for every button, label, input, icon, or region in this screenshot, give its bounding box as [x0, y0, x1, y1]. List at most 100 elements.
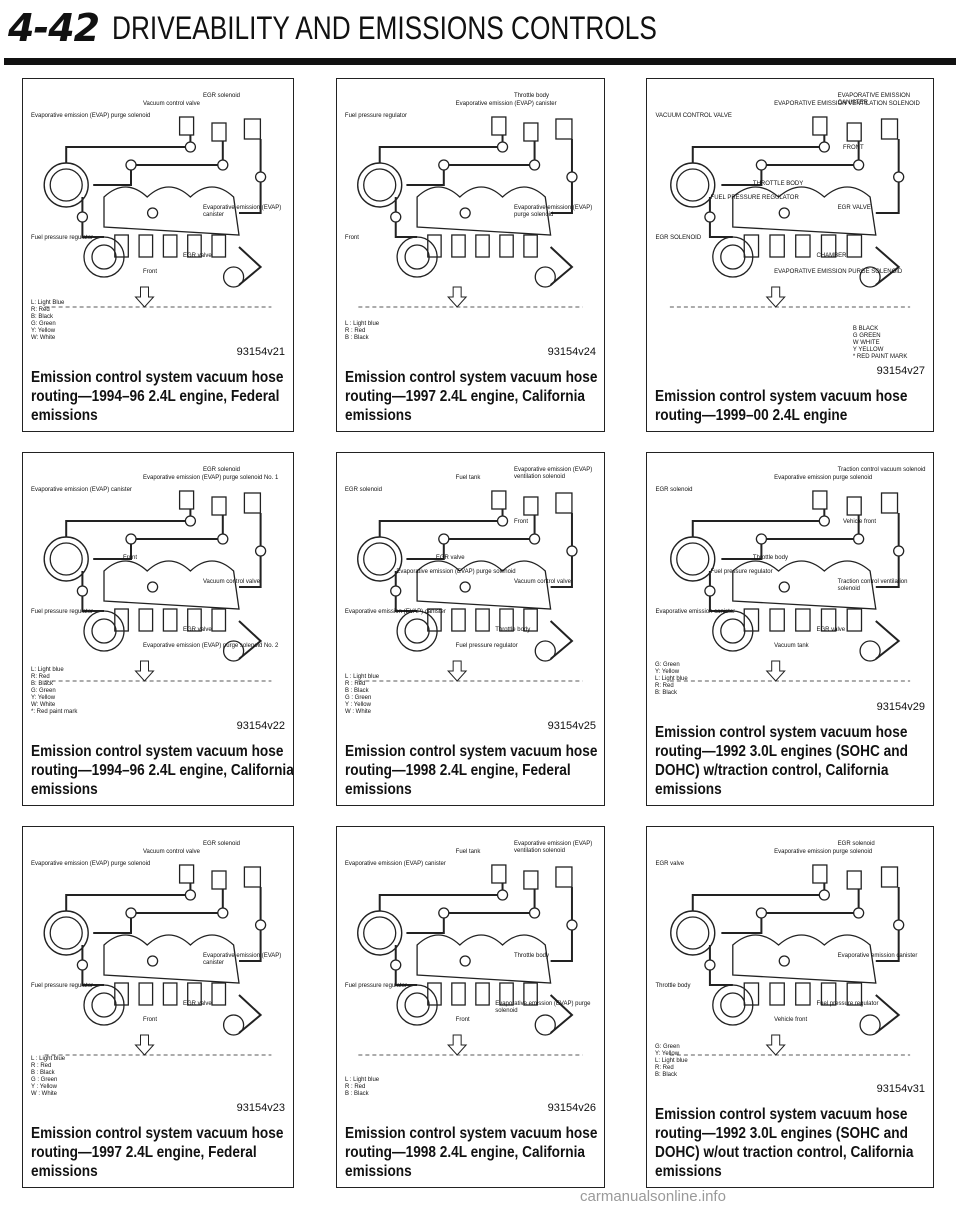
runner — [820, 234, 837, 258]
caption-line: DOHC) w/out traction control, California — [655, 1144, 914, 1161]
runner — [211, 982, 227, 1006]
vacuum-hose — [239, 139, 262, 214]
diagram-label: CHAMBER — [816, 253, 847, 259]
vacuum-hose — [394, 571, 418, 612]
hose-connector-marker — [217, 907, 229, 919]
caption-line: emissions — [31, 1163, 98, 1180]
hose-connector-marker — [125, 159, 137, 171]
solenoid — [846, 122, 862, 142]
diagram-label: Front — [143, 1017, 158, 1023]
solenoid — [211, 122, 227, 142]
hose-connector-marker — [217, 533, 229, 545]
diagram-drawing — [357, 116, 583, 308]
diagram-label: Evaporative emission (EVAP) purge soleno… — [31, 861, 151, 867]
hose-connector-marker — [852, 533, 865, 545]
legend-item: B: Black — [655, 1072, 678, 1078]
diagram-svg — [669, 490, 911, 682]
canister-inner — [363, 542, 397, 576]
caption-line: emissions — [655, 1163, 722, 1180]
diagram-label: Throttle body — [495, 627, 531, 633]
legend-item: Y: Yellow — [31, 695, 56, 701]
solenoid — [523, 496, 539, 516]
hose-connector-marker — [496, 515, 509, 527]
diagram-label: EGR solenoid — [655, 487, 693, 493]
runner — [846, 234, 863, 258]
front-arrow-icon — [447, 286, 468, 308]
solenoid — [846, 870, 862, 890]
diagram-label: Traction control ventilation solenoid — [837, 579, 908, 592]
hose-connector-marker — [778, 581, 790, 593]
diagram-drawing — [669, 864, 911, 1056]
diagram-svg — [43, 490, 272, 682]
hose-connector-marker — [778, 207, 790, 219]
intake-plenum — [416, 934, 552, 984]
caption-line: Emission control system vacuum hose — [345, 743, 598, 760]
vacuum-hose — [549, 246, 574, 286]
diagram-label: Vacuum control valve — [203, 579, 260, 585]
legend-item: R: Red — [655, 683, 674, 689]
runner — [846, 608, 863, 632]
caption-line: routing—1998 2.4L engine, Federal — [345, 762, 571, 779]
diagram-label: Evaporative emission (EVAP) canister — [344, 609, 446, 615]
solenoid — [178, 116, 195, 136]
runner — [499, 982, 514, 1006]
intake-plenum — [103, 186, 240, 236]
diagram-label: Evaporative emission (EVAP) canister — [203, 205, 282, 218]
diagram-svg — [357, 864, 583, 1056]
caption-line: Emission control system vacuum hose — [31, 369, 284, 386]
vacuum-hose — [550, 513, 573, 588]
diagram-svg — [669, 864, 911, 1056]
runner — [795, 234, 811, 258]
diagram-label: Vehicle front — [843, 519, 877, 525]
caption-line: routing—1997 2.4L engine, California — [345, 388, 586, 405]
solenoid — [880, 866, 899, 888]
hose-connector-marker — [254, 171, 267, 183]
runner — [795, 982, 811, 1006]
figure-caption: Emission control system vacuum hose routi… — [345, 742, 597, 799]
diagram-label: Fuel tank — [455, 475, 481, 481]
legend-item: *: Red paint mark — [31, 709, 78, 715]
caption-line: routing—1999–00 2.4L engine — [655, 407, 848, 424]
legend-item: L : Light blue — [31, 1056, 66, 1062]
runner — [211, 608, 227, 632]
hose-connector-marker — [528, 159, 541, 171]
runner — [795, 608, 811, 632]
hose-connector-marker — [459, 207, 471, 219]
diagram-label: EGR solenoid — [203, 841, 241, 847]
legend-item: Y YELLOW — [852, 347, 884, 353]
hose-connector-marker — [818, 889, 830, 901]
hose-connector-marker — [76, 959, 89, 971]
vacuum-hose — [708, 945, 733, 986]
diagram-label: EGR solenoid — [344, 487, 382, 493]
diagram-label: EVAPORATIVE EMISSION CANISTER — [837, 93, 911, 106]
canister-inner — [49, 542, 83, 576]
legend-item: B : Black — [31, 1070, 55, 1076]
vacuum-hose — [65, 883, 192, 911]
figure-number: 93154v23 — [236, 1102, 285, 1114]
legend-item: B : Black — [345, 688, 369, 694]
diagram-label: EGR valve — [183, 627, 212, 633]
front-arrow-icon — [765, 660, 786, 682]
intake-plenum — [732, 934, 877, 984]
figure-panel-3: EVAPORATIVE EMISSION VENTILATION SOLENOI… — [646, 78, 934, 432]
diagram-svg — [43, 116, 272, 308]
hose-connector-marker — [438, 907, 450, 919]
diagram-label: EGR VALVE — [837, 205, 871, 211]
runner — [451, 608, 466, 632]
caption-line: Emission control system vacuum hose — [345, 369, 598, 386]
throttle-body — [396, 610, 438, 652]
runner — [162, 608, 178, 632]
hose-connector-marker — [566, 545, 578, 557]
hose-connector-marker — [496, 889, 509, 901]
runner — [820, 982, 837, 1006]
diagram-label: Fuel pressure regulator — [31, 983, 94, 989]
legend-item: G: Green — [655, 662, 680, 668]
hose-connector-marker — [818, 515, 830, 527]
